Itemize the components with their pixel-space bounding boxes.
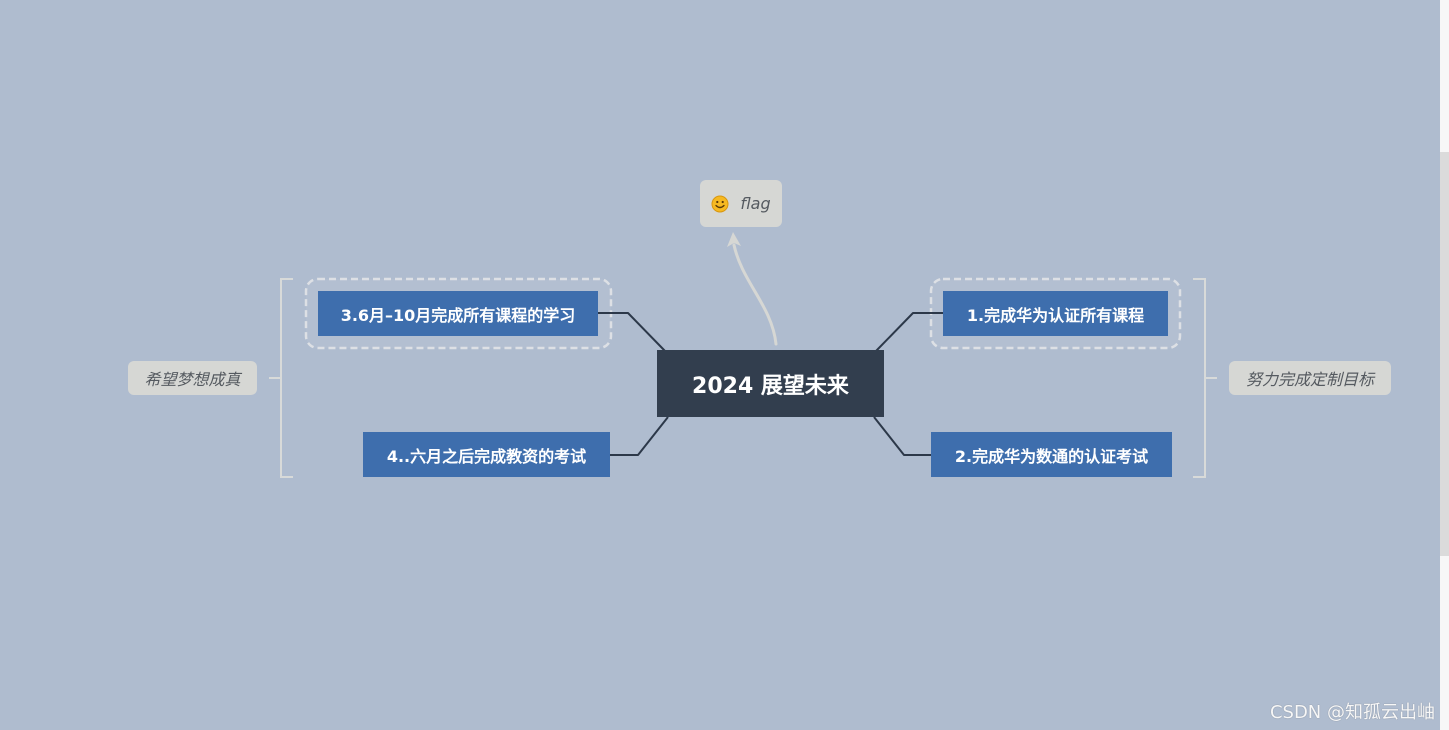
topic-label: 3.6月–10月完成所有课程的学习 <box>340 305 576 325</box>
summary-bracket-left <box>269 278 293 478</box>
summary-label: 希望梦想成真 <box>144 370 241 389</box>
floating-topic-label: flag <box>740 194 771 213</box>
topic-right-1[interactable]: 1.完成华为认证所有课程 <box>943 291 1168 336</box>
summary-bracket-right <box>1193 278 1217 478</box>
scrollbar-thumb[interactable] <box>1440 152 1449 556</box>
summary-topic-left[interactable]: 希望梦想成真 <box>128 361 257 395</box>
central-topic-label: 2024 展望未来 <box>692 373 849 399</box>
vertical-scrollbar[interactable] <box>1440 0 1449 730</box>
summary-label: 努力完成定制目标 <box>1245 370 1374 389</box>
connector-right-lower <box>873 416 931 456</box>
watermark: CSDN @知孤云出岫 <box>1269 702 1435 723</box>
central-topic[interactable]: 2024 展望未来 <box>657 350 884 417</box>
floating-topic-arrow <box>732 243 778 346</box>
topic-right-2[interactable]: 2.完成华为数通的认证考试 <box>931 432 1172 477</box>
smiley-icon <box>711 195 729 213</box>
connector-left-upper <box>598 312 666 352</box>
floating-topic-arrowhead <box>727 232 741 247</box>
topic-label: 2.完成华为数通的认证考试 <box>954 446 1149 466</box>
floating-topic[interactable]: flag <box>700 180 782 227</box>
connector-right-upper <box>875 312 943 352</box>
topic-left-1[interactable]: 3.6月–10月完成所有课程的学习 <box>318 291 598 336</box>
topic-label: 4..六月之后完成教资的考试 <box>386 446 587 466</box>
connector-left-lower <box>610 416 669 456</box>
topic-label: 1.完成华为认证所有课程 <box>966 305 1145 325</box>
summary-topic-right[interactable]: 努力完成定制目标 <box>1229 361 1391 395</box>
topic-left-2[interactable]: 4..六月之后完成教资的考试 <box>363 432 610 477</box>
